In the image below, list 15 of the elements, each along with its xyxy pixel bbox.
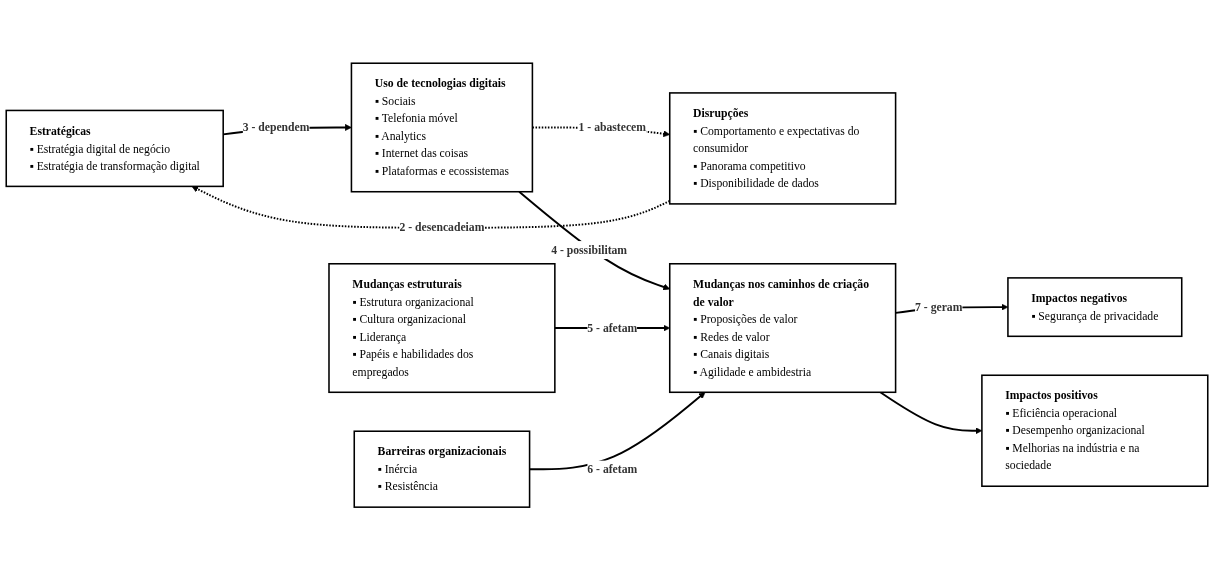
node-box: Estratégicas ▪ Estratégia digital de negócio ▪ Estratégia de transformação digital bbox=[5, 109, 224, 187]
node-box: Barreiras organizacionais ▪ Inércia ▪ Resistência bbox=[353, 430, 531, 508]
node-box: Impactos negativos ▪ Segurança de privacidade bbox=[1007, 276, 1183, 337]
edge-label: 3 - dependem bbox=[242, 120, 310, 134]
edge-label: 1 - abastecem bbox=[578, 120, 647, 134]
edge-label: 5 - afetam bbox=[587, 321, 638, 334]
node-box: Uso de tecnologias digitais ▪ Sociais ▪ Telefonia móvel ▪ Analytics ▪ Internet das coisas ▪ Plataformas e ecossistemas bbox=[350, 62, 534, 193]
node-box: Disrupções ▪ Comportamento e expectativas do consumidor ▪ Panorama competitivo ▪ Disponibilidade de dados bbox=[668, 91, 897, 205]
edge-label: 6 - afetam bbox=[587, 462, 638, 476]
edge-label: 2 - desencadeiam bbox=[399, 221, 485, 234]
edge-label: 4 - possibilitam bbox=[551, 243, 628, 256]
node-box: Mudanças nos caminhos de criação de valor ▪ Proposições de valor ▪ Redes de valor ▪ Canais digitais ▪ Agilidade e ambidestria bbox=[668, 262, 897, 393]
node-box: Mudanças estruturais ▪ Estrutura organizacional ▪ Cultura organizacional ▪ Liderança ▪ Papéis e habilidades dos empregados bbox=[328, 262, 556, 393]
edge-label: 7 - geram bbox=[915, 300, 963, 313]
node-box: Impactos positivos ▪ Eficiência operacional ▪ Desempenho organizacional ▪ Melhorias na indústria e na sociedade bbox=[981, 374, 1209, 487]
